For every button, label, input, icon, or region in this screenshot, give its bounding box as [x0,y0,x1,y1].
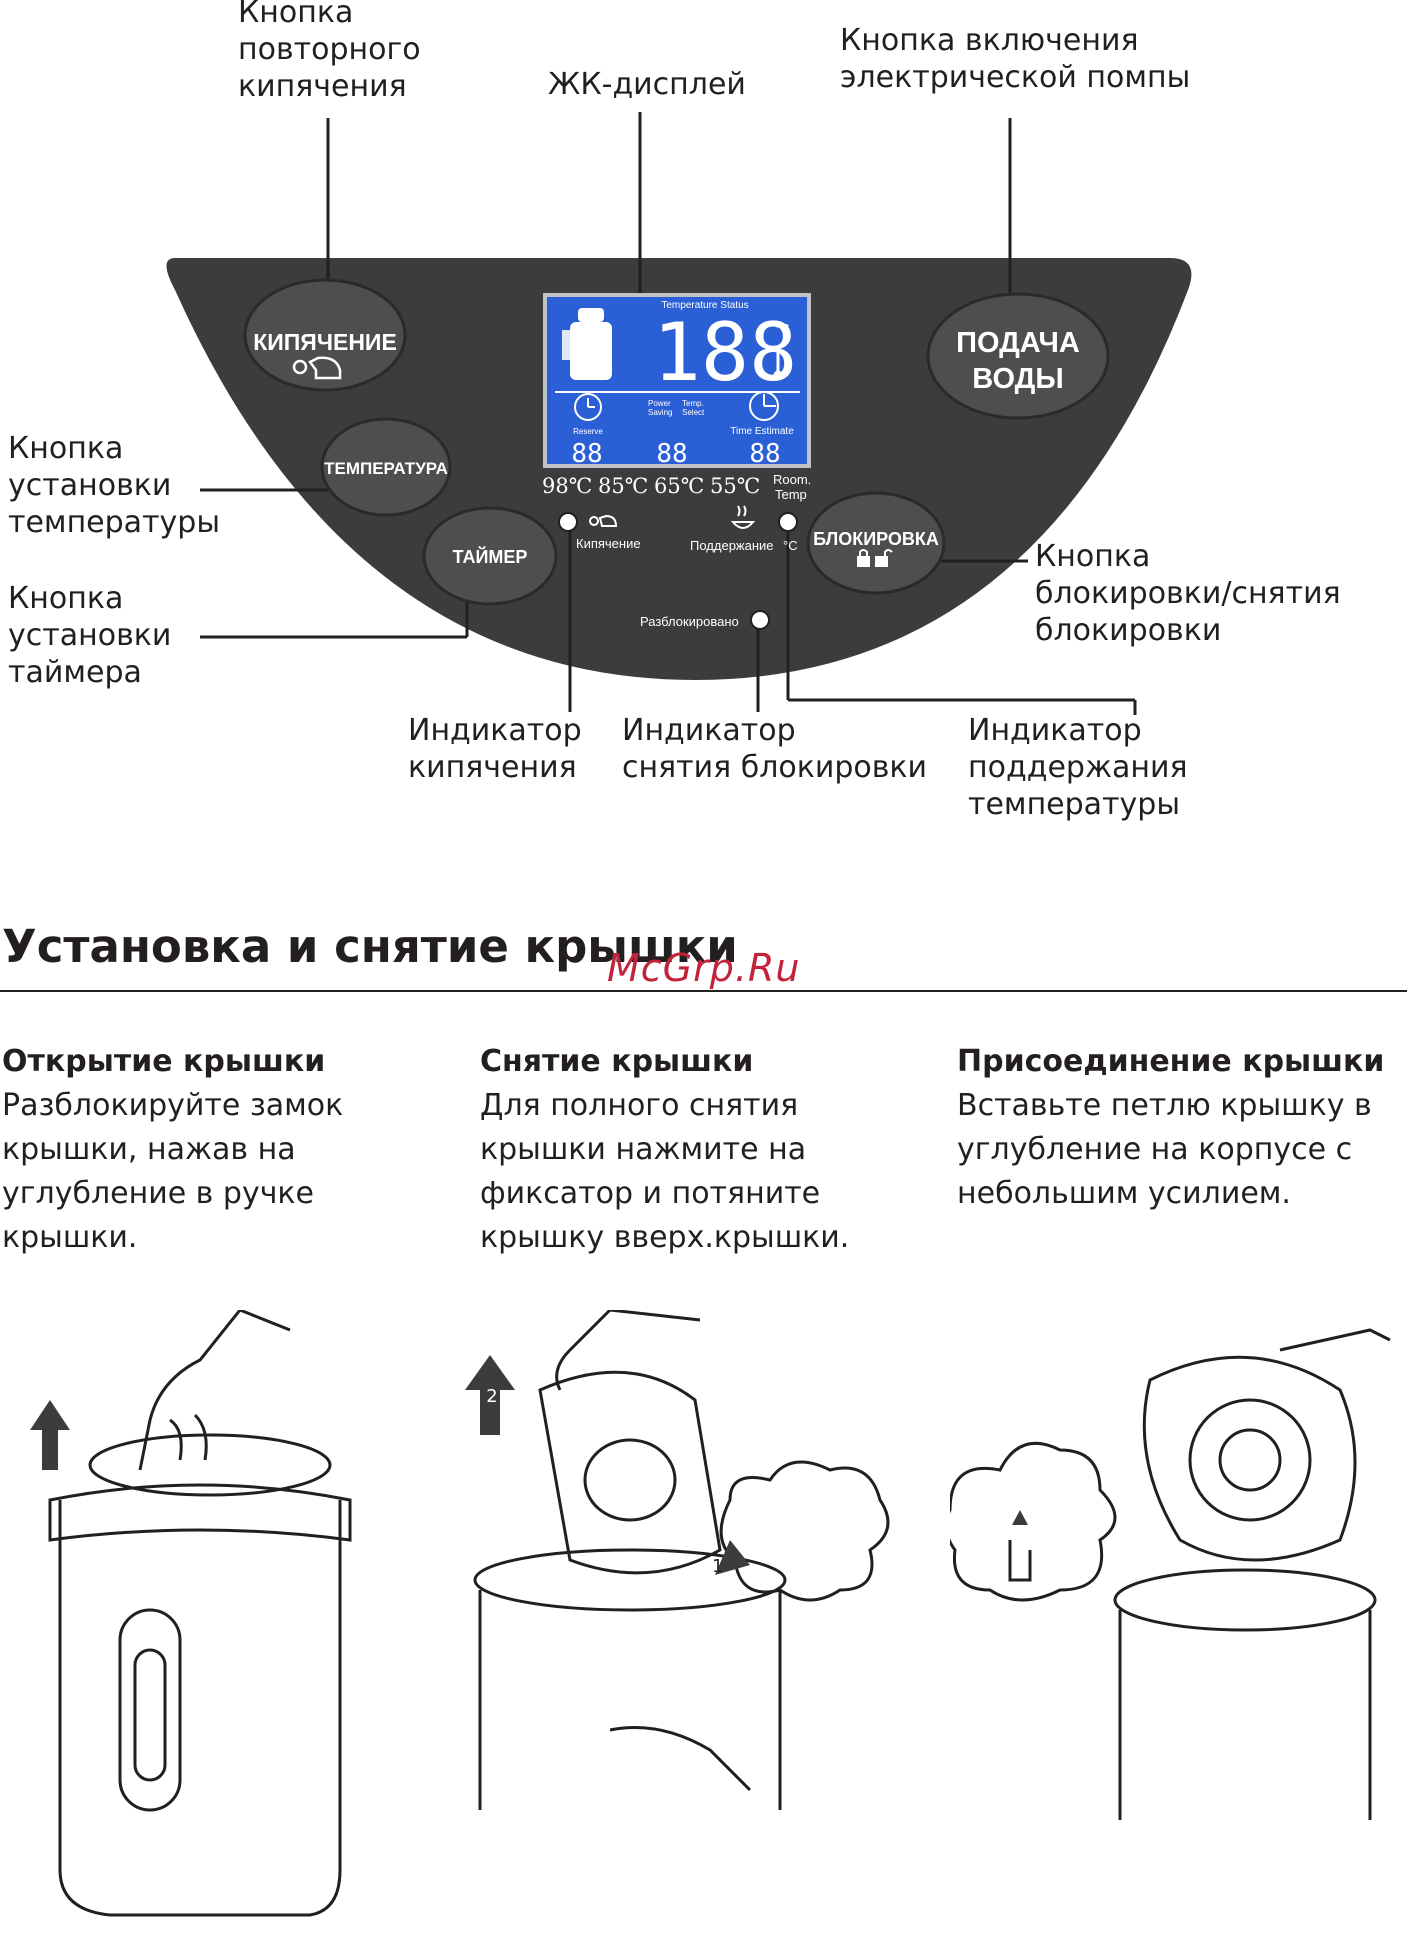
callout-reboil: Кнопка повторного кипячения [238,0,421,104]
lcd-power-saving-1: Power [648,399,671,408]
lcd-time-estimate: Time Estimate [730,426,794,437]
instruction-title: Открытие крышки [2,1044,326,1079]
thermometer-icon [773,350,783,380]
preset-65: 65℃ [654,474,704,498]
temperature-button[interactable]: ТЕМПЕРАТУРА [320,417,452,517]
callout-pump: Кнопка включения электрической помпы [840,23,1191,95]
callout-timer: Кнопка установки таймера [8,581,172,690]
preset-55: 55℃ [710,474,760,498]
lcd-unit: °C [775,321,790,336]
callout-lcd: ЖК-дисплей [548,67,746,102]
cup-icon [730,505,756,529]
control-panel-diagram: КИПЯЧЕНИЕ ПОДАЧА ВОДЫ ТЕМПЕРАТУРА ТАЙМЕР… [166,112,1192,715]
lock-button[interactable]: БЛОКИРОВКА [806,491,946,595]
callout-lock: Кнопка блокировки/снятия блокировки [1035,539,1341,648]
step-1-label: 1 [712,1556,723,1577]
instruction-attach-lid: Присоединение крышки Вставьте петлю крыш… [957,1040,1407,1216]
lcd-status-title: Temperature Status [661,300,748,311]
up-arrow-icon: 2 [465,1355,515,1435]
callout-boil-indicator: Индикатор кипячения [408,713,582,785]
keep-led-label: Поддержание [690,538,774,553]
illustration-open-lid [30,1310,352,1917]
boil-led-label: Кипячение [576,536,641,551]
lcd-temp-select-2: Select [682,408,705,417]
water-button-line1: ПОДАЧА [956,327,1080,359]
timer-icon [749,391,779,421]
lcd-temp-select-1: Temp. [682,399,704,408]
room-temp-line1: Room. [773,472,811,487]
keep-led-unit: °C [783,538,798,553]
lcd-reserve: Reserve [573,427,603,436]
callout-temperature: Кнопка установки температуры [8,431,221,540]
lcd-small-digits-3: 88 [749,439,780,469]
lcd-power-saving-2: Saving [648,408,672,417]
lock-button-label: БЛОКИРОВКА [813,529,939,549]
room-temp-line2: Temp [775,487,807,502]
up-arrow-icon [30,1400,70,1470]
instruction-title: Присоединение крышки [957,1044,1385,1079]
instruction-remove-lid: Снятие крышки Для полного снятия крышки … [480,1040,940,1260]
pot-icon [562,308,612,380]
illustration-remove-lid: 2 1 [465,1310,890,1810]
step-2-label: 2 [486,1386,497,1407]
unlock-indicator-led [750,610,770,630]
keep-indicator-led [778,512,798,532]
clock-icon [574,393,602,421]
timer-button-label: ТАЙМЕР [453,546,528,567]
water-button-line2: ВОДЫ [972,363,1063,395]
temperature-button-label: ТЕМПЕРАТУРА [324,459,448,478]
temperature-presets: 98℃ 85℃ 65℃ 55℃ [542,474,760,498]
boil-led-icon [589,514,618,527]
preset-85: 85℃ [598,474,648,498]
lcd-display: Temperature Status 188 °C Reserve Power … [543,293,811,469]
unlock-led-label: Разблокировано [640,614,739,629]
boil-button-label: КИПЯЧЕНИЕ [253,329,397,355]
boil-indicator-led [558,512,578,532]
instruction-body: Для полного снятия крышки нажмите на фик… [480,1088,850,1255]
timer-button[interactable]: ТАЙМЕР [422,506,558,606]
lcd-small-digits-1: 88 [571,439,602,469]
watermark: McGrp.Ru [607,946,801,990]
section-divider [0,990,1407,992]
lock-icon [857,549,893,567]
instruction-open-lid: Открытие крышки Разблокируйте замок крыш… [2,1040,462,1260]
kettle-icon [292,356,342,380]
section-title: Установка и снятие крышки [2,920,738,973]
callout-keep-indicator: Индикатор поддержания температуры [968,713,1188,822]
boil-button[interactable]: КИПЯЧЕНИЕ [243,278,407,392]
illustration-attach-lid [950,1328,1391,1820]
instruction-body: Разблокируйте замок крышки, нажав на угл… [2,1088,344,1255]
callout-unlock-indicator: Индикатор снятия блокировки [622,713,928,785]
preset-98: 98℃ [542,474,592,498]
instruction-title: Снятие крышки [480,1044,754,1079]
lcd-small-digits-2: 88 [656,439,687,469]
down-arrow-icon: 1 [712,1540,750,1577]
water-supply-button[interactable]: ПОДАЧА ВОДЫ [926,292,1110,420]
instruction-body: Вставьте петлю крышку в углубление на ко… [957,1088,1372,1211]
lcd-big-digits: 188 [653,306,798,399]
down-arrow-icon [1012,1510,1028,1525]
